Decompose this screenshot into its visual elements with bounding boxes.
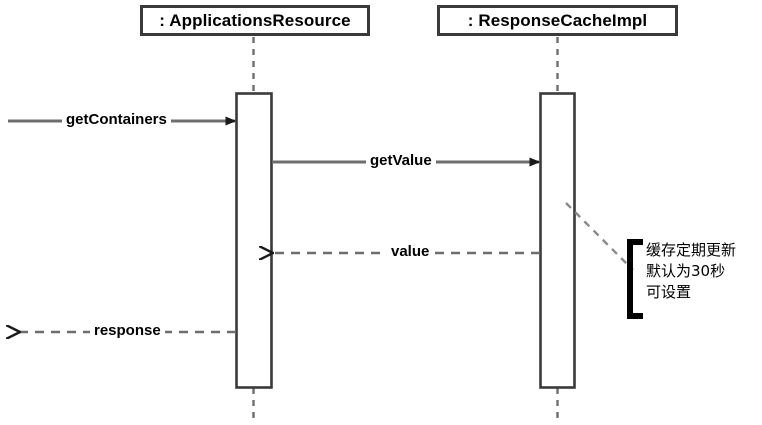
activation-bar-response-cache-impl xyxy=(539,92,576,389)
participant-label-response-cache-impl: : ResponseCacheImpl xyxy=(467,10,648,30)
note-bracket-icon xyxy=(627,239,643,319)
message-label-response: response xyxy=(90,323,165,339)
participant-box-applications-resource[interactable]: : ApplicationsResource xyxy=(140,5,370,36)
activation-bar-applications-resource xyxy=(235,92,273,389)
message-label-value: value xyxy=(387,244,434,260)
note-cache-note: 缓存定期更新 默认为30秒 可设置 xyxy=(646,240,736,303)
message-label-get-value: getValue xyxy=(366,153,436,169)
note-connector-line xyxy=(565,202,634,271)
note-line-2: 默认为30秒 xyxy=(646,262,726,280)
participant-label-applications-resource: : ApplicationsResource xyxy=(159,10,351,30)
participant-box-response-cache-impl[interactable]: : ResponseCacheImpl xyxy=(437,5,678,36)
note-line-1: 缓存定期更新 xyxy=(646,241,737,259)
message-label-get-containers: getContainers xyxy=(62,112,171,128)
note-line-3: 可设置 xyxy=(646,283,692,301)
